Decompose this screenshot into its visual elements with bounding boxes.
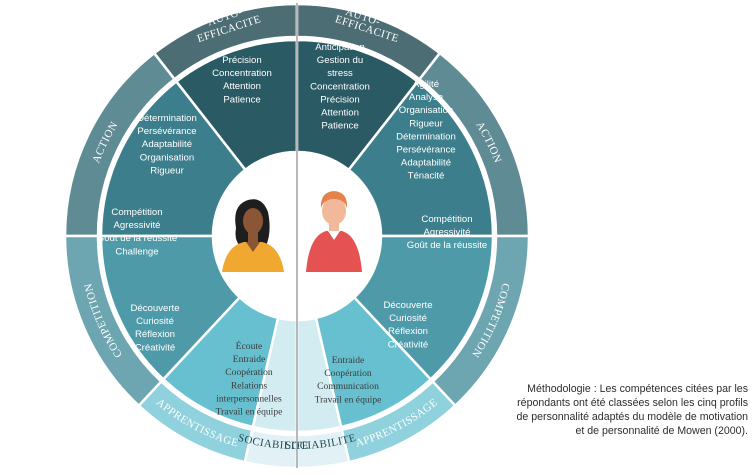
methodology-note: Méthodologie : Les compétences citées pa…	[486, 382, 748, 438]
left-auto-efficacite-item: Attention	[223, 81, 261, 92]
left-action-item: Adaptabilité	[142, 139, 192, 150]
left-action-item: Rigueur	[150, 165, 184, 176]
left-competition-item: Goût de la réussite	[97, 233, 178, 244]
wheel-segments	[63, 2, 531, 470]
right-action-item: Organisation	[399, 105, 453, 116]
left-action-ring	[63, 51, 177, 238]
methodology-line: Méthodologie : Les compétences citées pa…	[527, 383, 748, 395]
left-competition-item: Agressivité	[114, 220, 161, 231]
left-auto-efficacite-item: Précision	[222, 55, 261, 66]
right-auto-efficacite-item: Concentration	[310, 81, 370, 92]
right-apprentissage-item: Découverte	[383, 300, 432, 311]
man-avatar-icon	[306, 191, 362, 272]
left-apprentissage-item: Créativité	[135, 342, 176, 353]
left-competition-item: Compétition	[111, 207, 162, 218]
left-sociabilite-item: Travail en équipe	[216, 407, 283, 418]
right-sociabilite-item: Communication	[317, 381, 379, 392]
right-action-item: Analyse	[409, 92, 443, 103]
left-apprentissage-ring	[137, 379, 254, 464]
right-sociabilite-item: Coopération	[324, 368, 372, 379]
left-competition-ring	[63, 234, 164, 408]
left-apprentissage-item: Découverte	[130, 303, 179, 314]
right-auto-efficacite-item: Patience	[321, 121, 358, 132]
left-competition-item: Challenge	[115, 246, 158, 257]
left-apprentissage-item: Curiosité	[136, 316, 174, 327]
right-auto-efficacite-item: stress	[327, 68, 353, 79]
left-sociabilite-ring	[243, 428, 299, 470]
left-action-item: Détermination	[137, 113, 197, 124]
right-action-item: Persévérance	[396, 145, 455, 156]
left-auto-efficacite-item: Patience	[223, 94, 260, 105]
right-sociabilite-item: Travail en équipe	[315, 394, 382, 405]
left-action-item: Persévérance	[137, 126, 196, 137]
right-action-item: Adaptabilité	[401, 158, 451, 169]
left-auto-efficacite-item: Concentration	[212, 68, 272, 79]
right-auto-efficacite-item: Précision	[320, 94, 359, 105]
right-auto-efficacite-item: Gestion du	[317, 55, 363, 66]
right-action-item: Détermination	[396, 131, 456, 142]
right-sociabilite-item: Entraide	[332, 355, 365, 366]
right-action-item: Ténacité	[408, 171, 445, 182]
left-action-item: Organisation	[140, 152, 194, 163]
right-auto-efficacite-item: Attention	[321, 108, 359, 119]
left-sociabilite-item: Entraide	[233, 354, 266, 365]
left-sociabilite-item: Relations	[231, 380, 268, 391]
right-competition-item: Agressivité	[424, 227, 471, 238]
right-action-item: Rigueur	[409, 118, 443, 129]
left-sociabilite-item: Écoute	[236, 340, 263, 352]
methodology-line: et de personnalité de Mowen (2000).	[575, 425, 748, 437]
methodology-line: de personnalité adaptés du modèle de mot…	[516, 411, 748, 423]
right-competition-item: Goût de la réussite	[407, 240, 488, 251]
right-apprentissage-item: Réflexion	[388, 326, 428, 337]
left-competition-segment	[99, 234, 242, 382]
right-apprentissage-item: Créativité	[388, 339, 429, 350]
woman-avatar-icon	[222, 199, 284, 272]
right-apprentissage-item: Curiosité	[389, 313, 427, 324]
left-sociabilite-item: Coopération	[225, 367, 273, 378]
left-apprentissage-item: Réflexion	[135, 329, 175, 340]
right-action-item: Agilité	[413, 79, 439, 90]
right-competition-item: Compétition	[421, 214, 472, 225]
left-sociabilite-item: interpersonnelles	[216, 393, 282, 404]
segment-texts: PrécisionConcentrationAttentionPatienceD…	[97, 42, 488, 418]
right-auto-efficacite-item: Anticipation	[315, 42, 365, 53]
methodology-line: répondants ont été classées selon les ci…	[517, 397, 748, 409]
